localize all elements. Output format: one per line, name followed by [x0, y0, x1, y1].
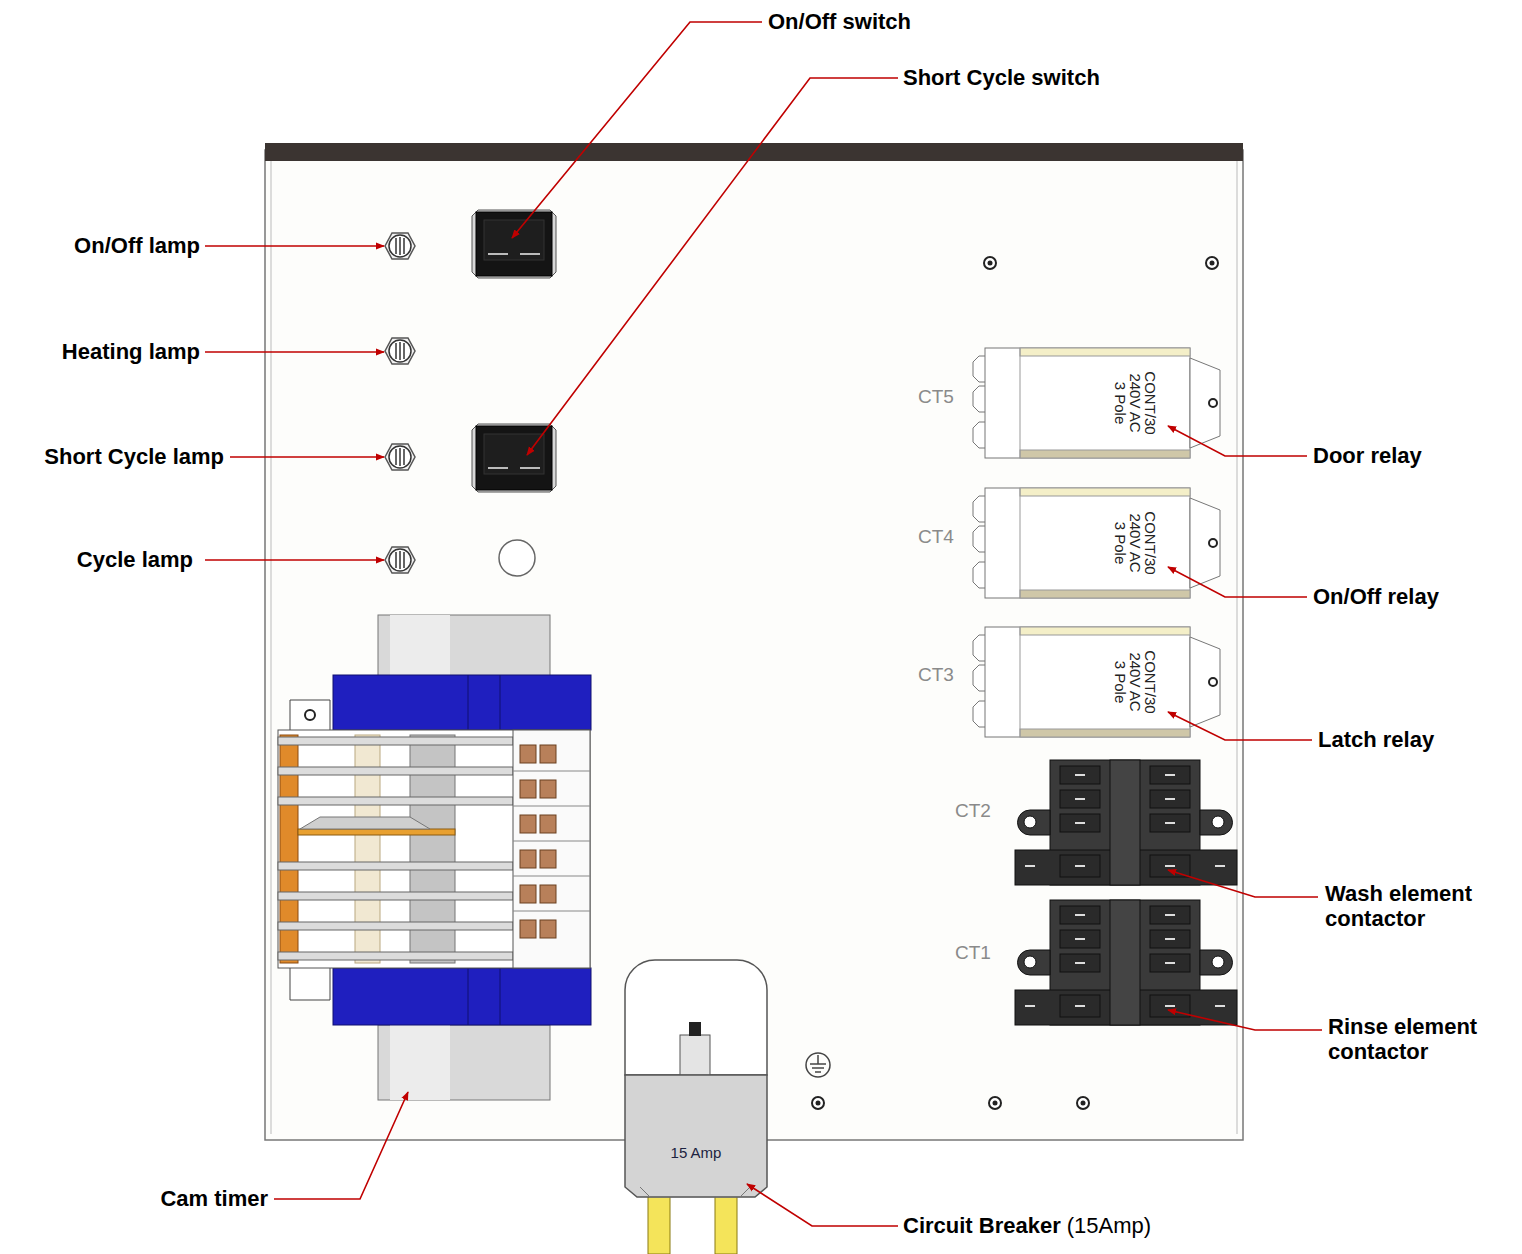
relay-rating: CONT/30 240V AC 3 Pole [1113, 647, 1158, 717]
component-id: CT3 [918, 664, 954, 686]
part-label: On/Off lamp [74, 233, 200, 258]
relay-rating: CONT/30 240V AC 3 Pole [1113, 368, 1158, 438]
part-label: Cycle lamp [77, 547, 193, 572]
part-label: Short Cycle lamp [44, 444, 224, 469]
part-label: Cam timer [160, 1186, 268, 1211]
part-label: Latch relay [1318, 727, 1434, 752]
part-label: Heating lamp [62, 339, 200, 364]
component-id: CT2 [955, 800, 991, 822]
part-label: On/Off relay [1313, 584, 1439, 609]
part-label: Wash element contactor [1325, 881, 1495, 932]
part-label: Circuit Breaker [903, 1213, 1061, 1238]
part-label: On/Off switch [768, 9, 911, 34]
relay-rating: CONT/30 240V AC 3 Pole [1113, 508, 1158, 578]
component-id: CT4 [918, 526, 954, 548]
part-label: Rinse element contactor [1328, 1014, 1498, 1065]
part-label: (15Amp) [1067, 1213, 1151, 1238]
part-label: Door relay [1313, 443, 1422, 468]
component-id: CT1 [955, 942, 991, 964]
part-label: Short Cycle switch [903, 65, 1100, 90]
rating-text: 15 Amp [671, 1144, 722, 1161]
component-id: CT5 [918, 386, 954, 408]
